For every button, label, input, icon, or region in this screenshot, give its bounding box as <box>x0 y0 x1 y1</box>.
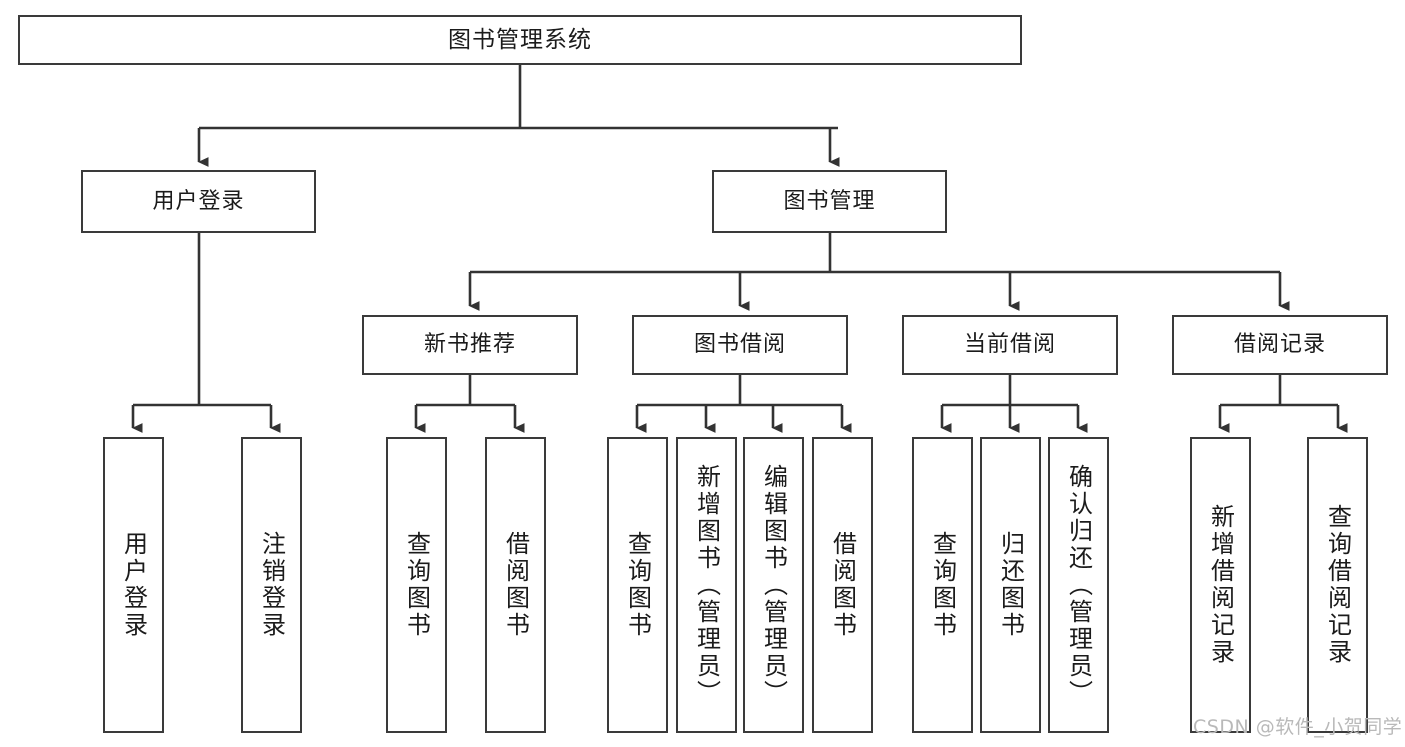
node-label: 借阅图书 <box>828 531 857 639</box>
node-label: 新书推荐 <box>423 332 516 358</box>
node-label: 新增图书（管理员） <box>692 463 721 707</box>
node-label: 借阅图书 <box>501 531 530 639</box>
node-label: 当前借阅 <box>963 332 1056 358</box>
node-root-system[interactable]: 图书管理系统 <box>18 15 1022 65</box>
leaf-user-login-logout[interactable]: 注销登录 <box>241 437 302 733</box>
leaf-borrow-record-query[interactable]: 查询借阅记录 <box>1307 437 1368 733</box>
node-label: 确认归还（管理员） <box>1064 463 1093 707</box>
node-label: 归还图书 <box>996 531 1025 639</box>
leaf-book-borrow-lend[interactable]: 借阅图书 <box>812 437 873 733</box>
leaf-book-borrow-query[interactable]: 查询图书 <box>607 437 668 733</box>
node-label: 查询借阅记录 <box>1323 504 1352 666</box>
leaf-book-borrow-add[interactable]: 新增图书（管理员） <box>676 437 737 733</box>
node-label: 编辑图书（管理员） <box>759 463 788 707</box>
leaf-book-borrow-edit[interactable]: 编辑图书（管理员） <box>743 437 804 733</box>
leaf-current-borrow-return[interactable]: 归还图书 <box>980 437 1041 733</box>
node-label: 查询图书 <box>928 531 957 639</box>
node-label: 图书管理 <box>783 188 876 214</box>
leaf-new-book-borrow[interactable]: 借阅图书 <box>485 437 546 733</box>
node-label: 图书管理系统 <box>448 26 592 53</box>
leaf-new-book-query[interactable]: 查询图书 <box>386 437 447 733</box>
node-label: 查询图书 <box>402 531 431 639</box>
node-borrow-record[interactable]: 借阅记录 <box>1172 315 1388 375</box>
node-book-borrow[interactable]: 图书借阅 <box>632 315 848 375</box>
node-label: 注销登录 <box>257 531 286 639</box>
leaf-user-login-login[interactable]: 用户登录 <box>103 437 164 733</box>
node-label: 图书借阅 <box>693 332 786 358</box>
node-new-book-recommend[interactable]: 新书推荐 <box>362 315 578 375</box>
node-label: 新增借阅记录 <box>1206 504 1235 666</box>
node-label: 查询图书 <box>623 531 652 639</box>
node-user-login[interactable]: 用户登录 <box>81 170 316 233</box>
leaf-current-borrow-confirm-return[interactable]: 确认归还（管理员） <box>1048 437 1109 733</box>
leaf-current-borrow-query[interactable]: 查询图书 <box>912 437 973 733</box>
node-current-borrow[interactable]: 当前借阅 <box>902 315 1118 375</box>
node-label: 用户登录 <box>119 531 148 639</box>
node-label: 借阅记录 <box>1233 332 1326 358</box>
node-label: 用户登录 <box>152 188 245 214</box>
leaf-borrow-record-add[interactable]: 新增借阅记录 <box>1190 437 1251 733</box>
node-book-management[interactable]: 图书管理 <box>712 170 947 233</box>
